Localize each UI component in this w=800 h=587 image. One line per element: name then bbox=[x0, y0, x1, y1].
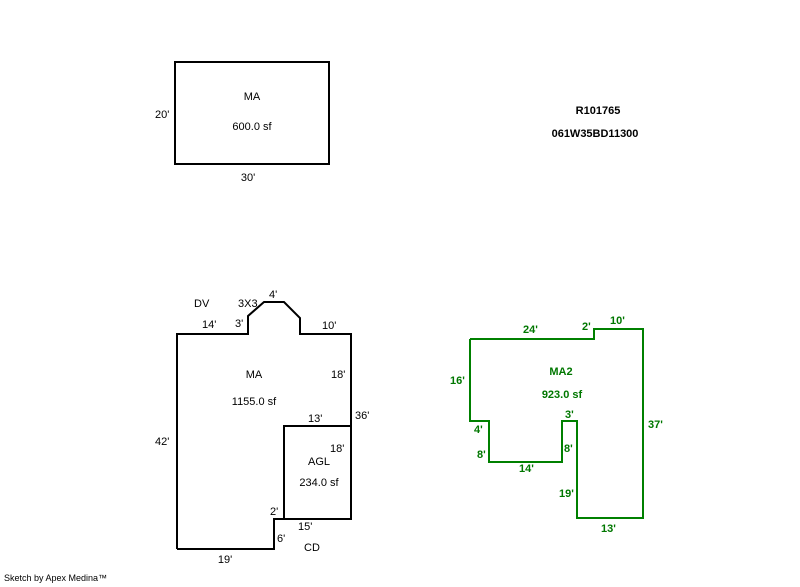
ma2-dim-notch-side: 8' bbox=[477, 449, 486, 461]
dim-right-total: 36' bbox=[355, 410, 369, 422]
ma-top-dim-left: 20' bbox=[155, 109, 169, 121]
ma2-area: 923.0 sf bbox=[542, 389, 583, 401]
agl-label: AGL bbox=[308, 456, 330, 468]
ma2-label: MA2 bbox=[549, 366, 572, 378]
ma2-dim-step-up: 2' bbox=[582, 321, 591, 333]
ma2-dim-top-right: 10' bbox=[610, 315, 625, 327]
dim-step: 2' bbox=[270, 506, 278, 518]
ma-main-area: 1155.0 sf bbox=[232, 396, 277, 408]
ma-top-label: MA bbox=[244, 91, 261, 103]
dim-bay-side: 3' bbox=[235, 318, 243, 330]
ma2-dim-notch-bottom: 14' bbox=[519, 463, 534, 475]
dim-left: 42' bbox=[155, 436, 169, 448]
dim-bottom: 19' bbox=[218, 554, 232, 566]
ma-main-outline bbox=[176, 301, 352, 550]
dim-top-left: 14' bbox=[202, 319, 216, 331]
ma2-dim-lower-side: 19' bbox=[559, 488, 574, 500]
map-number: 061W35BD11300 bbox=[551, 128, 639, 140]
dim-right-upper: 18' bbox=[331, 369, 345, 381]
agl-area: 234.0 sf bbox=[299, 477, 339, 489]
ma2-dim-right: 37' bbox=[648, 419, 663, 431]
bay-label: 3X3 bbox=[238, 298, 258, 310]
agl-outline bbox=[283, 425, 351, 519]
ma-top-dim-bottom: 30' bbox=[241, 172, 255, 184]
cd-label: CD bbox=[304, 542, 320, 554]
dim-cd-side: 6' bbox=[277, 533, 285, 545]
ma2-dim-inset-top: 3' bbox=[565, 409, 574, 421]
dim-agl-side: 18' bbox=[330, 443, 344, 455]
footer-credit: Sketch by Apex Medina™ bbox=[4, 573, 108, 583]
ma2-dim-top: 24' bbox=[523, 324, 538, 336]
dim-bay-top: 4' bbox=[269, 289, 277, 301]
ma2-dim-bottom: 13' bbox=[601, 523, 616, 535]
ma-main-label: MA bbox=[246, 369, 263, 381]
ma-top-outline bbox=[174, 61, 330, 165]
dim-agl-bottom: 15' bbox=[298, 521, 312, 533]
dim-agl-top: 13' bbox=[308, 413, 322, 425]
parcel-id: R101765 bbox=[575, 105, 621, 117]
dv-label: DV bbox=[194, 298, 210, 310]
ma2-dim-left: 16' bbox=[450, 375, 465, 387]
ma2-outline bbox=[469, 328, 644, 519]
ma-top-area: 600.0 sf bbox=[232, 121, 272, 133]
ma2-dim-inset-side: 8' bbox=[564, 443, 573, 455]
ma2-dim-notch-left: 4' bbox=[474, 424, 483, 436]
dim-top-right: 10' bbox=[322, 320, 336, 332]
